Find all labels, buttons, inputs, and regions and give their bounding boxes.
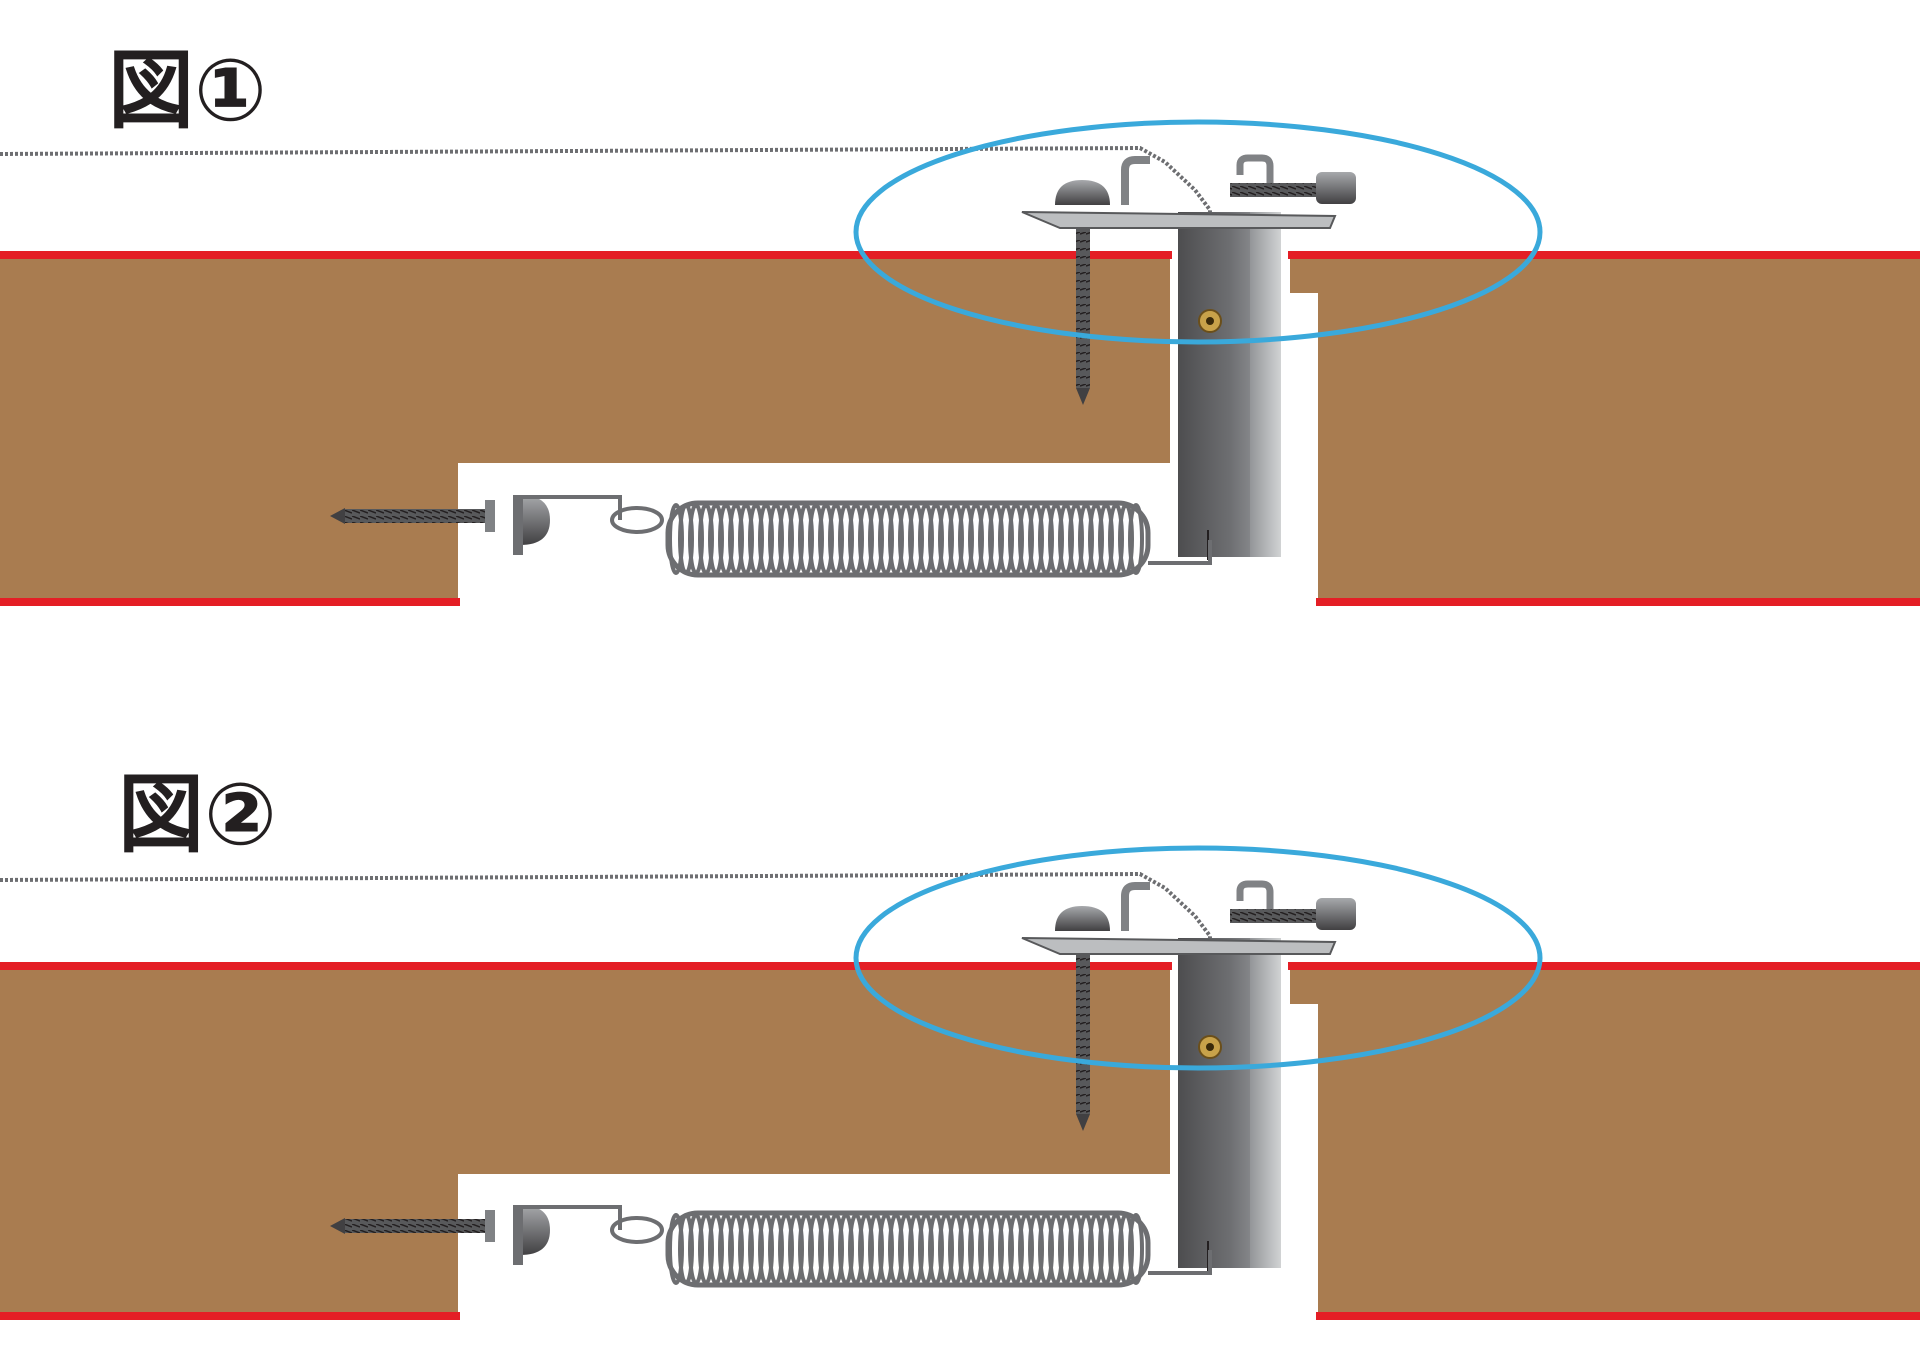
hinge-bracket-icon xyxy=(1021,154,1337,560)
wood-board-right xyxy=(1290,255,1920,602)
spring-icon xyxy=(665,500,1151,578)
highlight-circle xyxy=(853,119,1543,345)
wood-board-left xyxy=(0,966,1170,1316)
board-edges xyxy=(0,251,1920,606)
spring-hook xyxy=(516,1205,622,1250)
adjuster-bolt-icon xyxy=(1230,172,1356,204)
screw-icon xyxy=(1055,906,1110,1131)
spring-hook xyxy=(516,495,622,540)
spring-coil xyxy=(1128,1213,1144,1285)
spring-tail xyxy=(1148,540,1212,565)
adjuster-bolt-icon xyxy=(1230,898,1356,930)
figure-1-label: 図① xyxy=(108,41,267,141)
figure-1: 図① xyxy=(0,41,1920,606)
wood-board-left xyxy=(0,255,1170,602)
screw-icon xyxy=(1055,180,1110,405)
wood-board-right xyxy=(1290,966,1920,1316)
spring-icon xyxy=(665,1210,1151,1288)
figure-2: 図② xyxy=(0,765,1920,1320)
spring-coil xyxy=(1128,503,1144,575)
board-edges xyxy=(0,962,1920,1320)
highlight-circle xyxy=(853,845,1543,1071)
figure-2-label: 図② xyxy=(118,765,277,865)
spring-tail xyxy=(1148,1250,1212,1275)
hinge-bracket-icon xyxy=(1021,880,1337,1271)
